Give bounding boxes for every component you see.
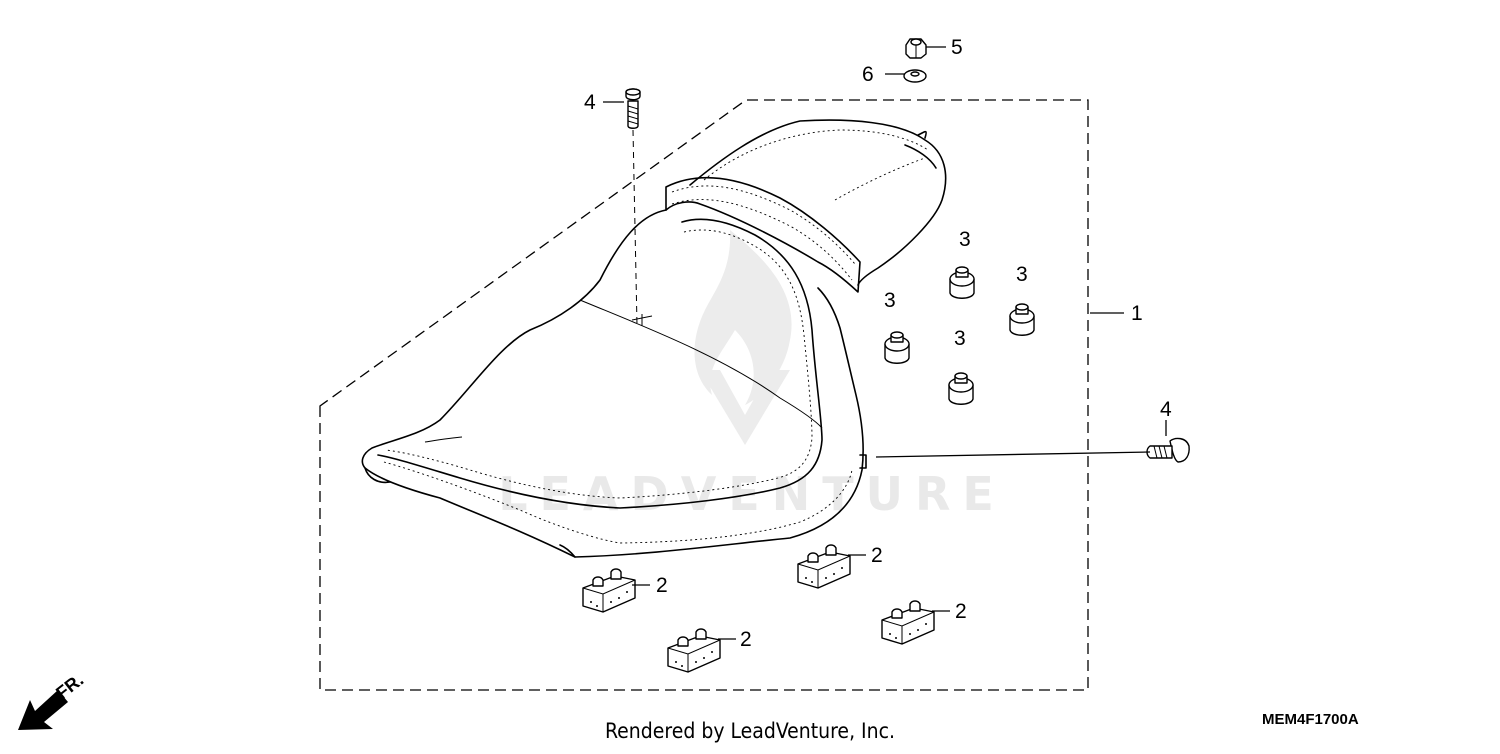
callout-seat: 1 bbox=[1131, 302, 1143, 325]
callout-nut-1: 3 bbox=[959, 228, 971, 251]
callout-block-2: 2 bbox=[871, 544, 883, 567]
footer-credit: Rendered by LeadVenture, Inc. bbox=[605, 719, 895, 743]
reference-code: MEM4F1700A bbox=[1262, 711, 1359, 728]
watermark-logo bbox=[694, 230, 792, 405]
callout-block-3: 2 bbox=[955, 600, 967, 623]
washer bbox=[903, 69, 927, 83]
nut-top bbox=[905, 38, 927, 59]
callout-nut-2: 3 bbox=[1016, 263, 1028, 286]
callout-washer: 6 bbox=[862, 63, 874, 86]
callout-labels: 1 5 6 4 4 3 3 3 3 2 2 2 2 bbox=[584, 36, 1172, 651]
callout-bolt-top: 4 bbox=[584, 91, 596, 114]
callout-block-1: 2 bbox=[656, 574, 668, 597]
callout-nut-3: 3 bbox=[884, 289, 896, 312]
rubber-blocks bbox=[582, 544, 935, 673]
front-arrow: FR. bbox=[18, 670, 87, 730]
watermark: LEADVENTURE bbox=[498, 230, 1006, 521]
leader-lines bbox=[603, 46, 1167, 640]
watermark-text: LEADVENTURE bbox=[498, 467, 1006, 521]
bolt-right bbox=[1146, 437, 1190, 463]
callout-nut-top: 5 bbox=[951, 36, 963, 59]
watermark-logo-v bbox=[700, 370, 790, 445]
callout-nut-4: 3 bbox=[954, 327, 966, 350]
assembly-boundary bbox=[319, 99, 1089, 691]
seat bbox=[361, 119, 947, 558]
callout-block-4: 2 bbox=[740, 628, 752, 651]
callout-bolt-right: 4 bbox=[1160, 398, 1172, 421]
grommet-nuts bbox=[884, 266, 1035, 405]
bolt-top bbox=[625, 88, 641, 326]
front-arrow-icon bbox=[18, 690, 68, 730]
